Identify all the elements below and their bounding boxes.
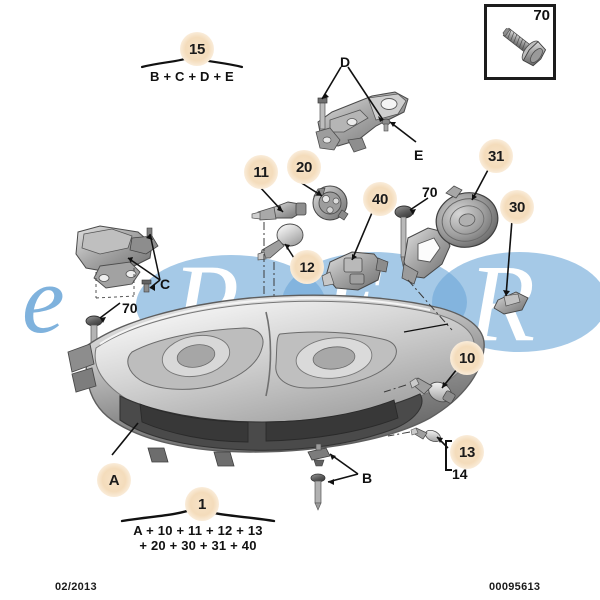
label-c: C: [160, 276, 171, 292]
callout-30[interactable]: 30: [500, 190, 534, 224]
leader-31: [471, 167, 490, 201]
callout-10[interactable]: 10: [450, 341, 484, 375]
screw-b: [310, 473, 326, 511]
leader-e: [389, 121, 417, 143]
leader-b-arrow2: [328, 479, 334, 485]
leader-lamp-right: [403, 323, 449, 333]
bulb-guide-lines: [263, 222, 275, 302]
leader-c-arrow1: [146, 234, 153, 240]
callout-20[interactable]: 20: [287, 150, 321, 184]
callout-31[interactable]: 31: [479, 139, 513, 173]
leader-12-arrow: [285, 244, 290, 250]
leader-d-arrow1: [322, 93, 329, 99]
left-bracket-assembly: [75, 225, 159, 299]
leader-a: [111, 422, 139, 456]
leader-20-arrow: [316, 190, 322, 196]
leader-30-arrow: [503, 290, 510, 296]
group-callout-15-text: B + C + D + E: [150, 69, 234, 84]
bracket-13-14: [445, 440, 452, 471]
right-mount-bracket: [401, 227, 451, 285]
callout-40[interactable]: 40: [363, 182, 397, 216]
leader-c-arrow2: [150, 284, 155, 291]
headlamp-assembly: [67, 294, 485, 467]
callout-13[interactable]: 13: [450, 435, 484, 469]
label-d: D: [340, 54, 351, 70]
leader-c-arrow3: [128, 257, 133, 263]
bracket-screw-e: [381, 118, 391, 132]
leader-d-arrow2: [378, 116, 383, 122]
guide-right-bracket: [407, 279, 453, 331]
leader-40-arrow: [352, 254, 357, 260]
bracket-bolt-c2: [141, 279, 152, 293]
label-14: 14: [452, 466, 468, 482]
module-40: [321, 251, 389, 291]
group-callout-15-number[interactable]: 15: [180, 32, 214, 66]
screw-bolt-icon: [502, 27, 547, 67]
socket-20: [312, 185, 349, 221]
leader-40: [351, 207, 375, 261]
leader-70-left: [99, 302, 121, 319]
callout-1[interactable]: 1: [185, 487, 219, 521]
clip-b: [307, 443, 331, 467]
bulb-13-14: [410, 427, 441, 443]
leader-e-arrow: [390, 122, 396, 127]
clip-30: [493, 291, 529, 315]
leader-13-14-arrow: [437, 437, 443, 443]
callout-11[interactable]: 11: [244, 155, 278, 189]
guide-13: [387, 431, 411, 437]
leader-30: [505, 219, 513, 297]
label-e: E: [414, 147, 424, 163]
leader-10-arrow: [442, 382, 448, 388]
label-b: B: [362, 470, 373, 486]
bulb-12: [257, 223, 304, 261]
dust-cap-31: [435, 185, 499, 248]
inset-part-box-70: 70: [484, 4, 556, 80]
group-callout-1-line1: A + 10 + 11 + 12 + 13: [133, 523, 263, 538]
leader-70-center: [409, 197, 429, 211]
leader-70-left-arrow: [100, 317, 106, 323]
label-70-left: 70: [122, 300, 138, 316]
footer-date: 02/2013: [55, 581, 97, 593]
inset-part-number: 70: [533, 7, 550, 24]
group-callout-1-line2: + 20 + 30 + 31 + 40: [139, 538, 257, 553]
leader-11-arrow: [277, 205, 283, 212]
leader-31-arrow: [472, 194, 477, 200]
label-70-center: 70: [422, 184, 438, 200]
callout-a[interactable]: A: [97, 463, 131, 497]
bulb-11: [251, 201, 307, 221]
leader-70-center-arrow: [410, 209, 416, 215]
upper-bracket-assembly: [315, 91, 409, 153]
callout-12[interactable]: 12: [290, 250, 324, 284]
leader-b-arrow1: [330, 454, 336, 460]
footer-code: 00095613: [489, 581, 541, 593]
guide-10: [383, 384, 407, 393]
